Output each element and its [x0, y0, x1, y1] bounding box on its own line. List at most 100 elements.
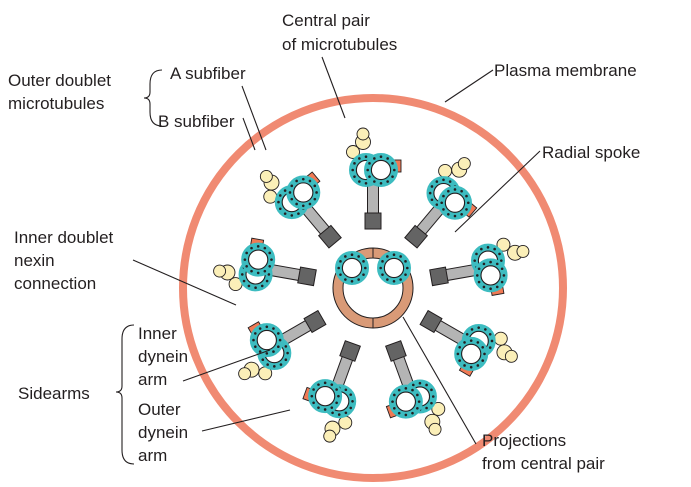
spoke-head [297, 266, 317, 287]
tubulin-dot [430, 198, 434, 202]
tubulin-dot [283, 212, 287, 215]
tubulin-dot [277, 200, 280, 204]
tubulin-dot [373, 180, 376, 183]
label-inner-dynein-line2: dynein [138, 347, 188, 366]
label-central-pair-line2: of microtubules [282, 35, 397, 54]
label-outer-dynein-line3: arm [138, 446, 167, 465]
tubulin-dot [458, 359, 461, 362]
b-subfiber [241, 242, 276, 277]
spoke-head [303, 309, 327, 334]
tubulin-dot [268, 264, 272, 268]
tubule-lumen [314, 385, 336, 407]
tubulin-dot [486, 246, 490, 249]
b-subfiber [249, 323, 284, 358]
brace-sidearms [115, 324, 135, 465]
tubulin-dot [278, 207, 282, 211]
tubulin-dot [465, 194, 468, 198]
tubulin-dot [447, 189, 450, 193]
tubulin-dot [453, 188, 457, 191]
plasma-membrane-ring [179, 94, 567, 482]
radial-spoke [298, 201, 342, 249]
tubulin-dot [278, 194, 282, 197]
tubulin-dot [386, 255, 389, 258]
tubulin-dot [288, 191, 292, 194]
radial-spoke [429, 263, 481, 287]
tubulin-dot [284, 345, 288, 348]
outer-doublet [385, 379, 446, 436]
tubulin-dot [475, 274, 479, 277]
leader-lines [115, 56, 541, 465]
tubulin-dot [290, 184, 294, 188]
tubulin-dot [247, 284, 251, 288]
tubulin-dot [258, 350, 262, 353]
tubulin-dot [368, 162, 371, 165]
tubulin-dot [245, 264, 248, 268]
tubulin-dot [393, 168, 396, 172]
tubulin-dot [406, 266, 409, 270]
tubulin-dot [301, 204, 305, 208]
tubulin-dot [337, 394, 340, 398]
outer-doublet [426, 157, 478, 220]
b-subfiber [388, 384, 423, 419]
tubulin-dot [270, 258, 273, 261]
leader-line [201, 409, 291, 432]
tubulin-dot [242, 279, 246, 283]
tubulin-dot [463, 341, 466, 344]
tubulin-dot [473, 259, 476, 262]
tubulin-dot [417, 400, 421, 403]
tubulin-dot [353, 175, 356, 178]
inner-dynein-arm [346, 145, 360, 159]
tubulin-dot [273, 365, 276, 368]
tubulin-dot [351, 399, 354, 403]
leader-line [242, 117, 256, 151]
tubulin-dot [256, 271, 260, 275]
tubulin-dot [368, 175, 371, 178]
tubulin-dot [358, 157, 361, 160]
tubulin-dot [393, 393, 396, 397]
tubulin-dot [266, 363, 269, 366]
outer-dynein-arm [428, 422, 442, 436]
tubulin-dot [267, 273, 271, 276]
tubulin-dot [500, 280, 504, 284]
tubulin-dot [301, 177, 305, 181]
outer-dynein-arm [356, 127, 370, 141]
outer-doublet [302, 379, 357, 443]
tubulin-dot [323, 381, 327, 385]
b-subfiber [473, 258, 508, 293]
outer-dynein-arm [504, 349, 518, 363]
tubulin-dot [470, 328, 474, 331]
tubulin-dot [490, 339, 494, 343]
tubulin-dot [310, 394, 314, 398]
tubulin-dot [253, 345, 257, 349]
tubulin-dot [430, 401, 433, 405]
tubulin-dot [278, 338, 282, 342]
tubulin-dot [381, 273, 384, 276]
tubulin-dot [469, 365, 473, 369]
tubule-lumen [383, 257, 405, 279]
spoke-head [419, 309, 443, 334]
tubulin-dot [362, 273, 365, 276]
tubulin-dot [386, 157, 389, 160]
tubulin-dot [442, 178, 445, 182]
tubulin-dot [392, 253, 396, 256]
spoke-head [385, 340, 407, 362]
tubulin-dot [331, 411, 334, 415]
label-central-pair-line1: Central pair [282, 11, 370, 30]
central-pair [332, 247, 414, 329]
tubulin-dot [425, 406, 428, 410]
tubulin-dot [391, 400, 394, 403]
tubulin-dot [397, 411, 401, 415]
tubulin-dot [476, 341, 480, 344]
tubulin-dot [339, 260, 342, 263]
tubulin-dot [489, 260, 492, 264]
tubulin-dot [313, 184, 317, 188]
tubulin-dot [265, 352, 269, 355]
tubulin-dot [364, 182, 368, 185]
inner-dynein-arm [438, 164, 453, 178]
tubulin-dot [381, 260, 384, 263]
tubulin-dot [315, 191, 318, 194]
tubulin-dot [476, 364, 480, 367]
tubulin-dot [404, 273, 407, 276]
tubulin-dot [297, 212, 300, 215]
tubulin-dot [477, 280, 481, 284]
